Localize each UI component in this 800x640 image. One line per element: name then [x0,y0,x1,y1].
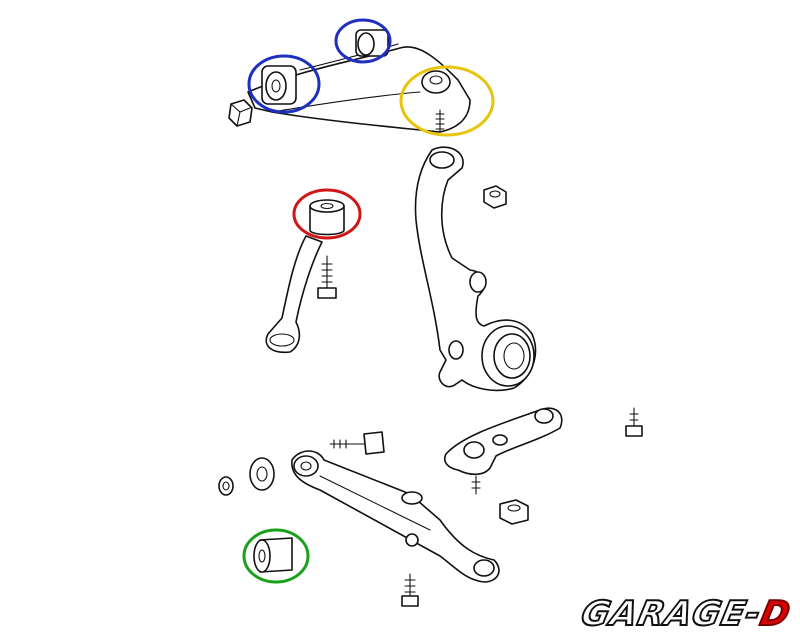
highlight-upper-ball-joint [399,65,495,137]
upper-arm-rear-bushing [261,65,297,105]
garage-d-logo: GARAGE-D [577,593,796,635]
highlight-upper-arm-front-bush [334,18,392,64]
highlight-tension-rod-bush [292,188,362,240]
upper-arm-nut [228,99,253,127]
lower-arm-washer-large [249,457,275,491]
tension-rod-bushing [309,199,345,236]
upper-arm-front-bushing [355,29,389,57]
steering-knuckle [414,146,537,392]
upper-control-arm [247,29,471,133]
knuckle-nut [483,185,507,209]
lower-control-arm [291,450,500,583]
lower-ball-joint [443,407,563,495]
lower-arm-bushing [253,537,293,573]
lower-arm-bottom-bolt [401,573,419,607]
upper-ball-joint [421,70,451,133]
highlight-lower-arm-bush [242,528,310,584]
ball-joint-nut [499,499,529,525]
tension-rod [265,199,345,354]
ball-joint-bolt [625,407,643,437]
tension-rod-bolt [317,255,337,299]
lower-arm-bolt [329,431,385,455]
highlight-upper-arm-rear-bush [247,54,321,114]
lower-arm-washer-small [218,476,234,496]
